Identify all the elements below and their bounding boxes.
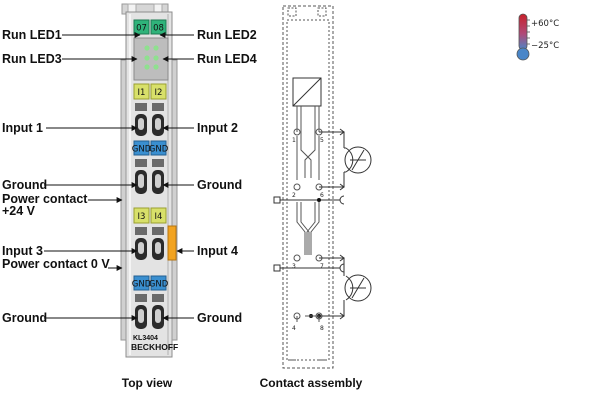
model-label: KL3404 — [133, 335, 158, 342]
label-input3: Input 3 — [2, 244, 43, 258]
label-input1: Input 1 — [2, 121, 43, 135]
tag-i1 — [133, 83, 150, 100]
run-led3 — [144, 55, 150, 61]
terminal-top-view: 07 08 I1 I2 GND GND — [120, 3, 178, 358]
tag-gnd-3 — [133, 275, 150, 291]
sensor-symbol-2 — [344, 274, 372, 302]
label-input4: Input 4 — [197, 244, 238, 258]
schematic-housing-outline — [282, 5, 334, 369]
right-rail — [171, 59, 178, 341]
thermometer-icon — [516, 13, 530, 61]
contact-num-5: 5 — [320, 137, 324, 144]
brand-label: BECKHOFF — [131, 342, 178, 352]
tag-gnd-2 — [150, 140, 167, 156]
tag-gnd-4-text: GND — [149, 280, 169, 290]
contact-num-1: 1 — [292, 137, 296, 144]
tag-gnd-4 — [150, 275, 167, 291]
tag-gnd-2-text: GND — [149, 145, 169, 155]
tag-i3 — [133, 207, 150, 224]
label-run-led2: Run LED2 — [197, 28, 257, 42]
contact-num-6: 6 — [320, 192, 324, 199]
contact-num-8: 8 — [320, 325, 324, 332]
tag-i4-text: I4 — [155, 212, 163, 222]
contact-slots-row1 — [135, 103, 164, 136]
contact-slots-row4 — [135, 294, 164, 329]
label-power-contact-0v: Power contact 0 V — [2, 257, 110, 271]
temp-min-label: −25°C — [531, 41, 559, 51]
tag-i4 — [150, 207, 167, 224]
label-input2: Input 2 — [197, 121, 238, 135]
tag-gnd-1 — [133, 140, 150, 156]
label-power-contact-24v: Power contact — [2, 192, 88, 206]
led-tag-08-text: 08 — [153, 24, 164, 34]
label-run-led3: Run LED3 — [2, 52, 62, 66]
sensor-symbol-1 — [344, 146, 372, 174]
label-run-led1: Run LED1 — [2, 28, 62, 42]
tag-gnd-3-text: GND — [132, 280, 152, 290]
label-run-led4: Run LED4 — [197, 52, 257, 66]
tag-i2-text: I2 — [155, 88, 163, 98]
temp-max-label: +60°C — [531, 19, 559, 29]
label-ground-right-2: Ground — [197, 311, 242, 325]
contact-num-2: 2 — [292, 192, 296, 199]
label-power-contact-24v-value: +24 V — [2, 204, 36, 218]
label-ground-left-1: Ground — [2, 178, 47, 192]
contact-num-3: 3 — [292, 263, 296, 270]
contact-slots-row2 — [135, 159, 164, 194]
run-led4 — [153, 55, 159, 61]
label-ground-right-1: Ground — [197, 178, 242, 192]
converter-block — [292, 77, 322, 107]
tag-i1-text: I1 — [138, 88, 146, 98]
tag-gnd-1-text: GND — [132, 145, 152, 155]
contact-assembly-schematic — [273, 5, 372, 369]
left-labels: Run LED1 Run LED3 Input 1 Ground Power c… — [2, 28, 141, 325]
run-led2 — [153, 45, 159, 51]
caption-top-view: Top view — [122, 376, 173, 390]
led-window — [133, 37, 169, 81]
tag-i3-text: I3 — [138, 212, 146, 222]
contact-num-7: 7 — [320, 263, 324, 270]
right-labels: Run LED2 Run LED4 Input 2 Ground Input 4… — [159, 28, 257, 325]
contact-num-4: 4 — [292, 325, 296, 332]
led-tag-07 — [133, 19, 150, 35]
run-led1 — [144, 45, 150, 51]
tag-i2 — [150, 83, 167, 100]
power-contact-orange — [167, 225, 177, 261]
led-tag-08 — [150, 19, 167, 35]
caption-contact-assembly: Contact assembly — [260, 376, 363, 390]
contact-numbers: 1 5 2 6 3 7 4 8 — [292, 137, 324, 332]
contact-slots-row3 — [135, 227, 164, 260]
label-ground-left-2: Ground — [2, 311, 47, 325]
led-tag-07-text: 07 — [136, 24, 147, 34]
